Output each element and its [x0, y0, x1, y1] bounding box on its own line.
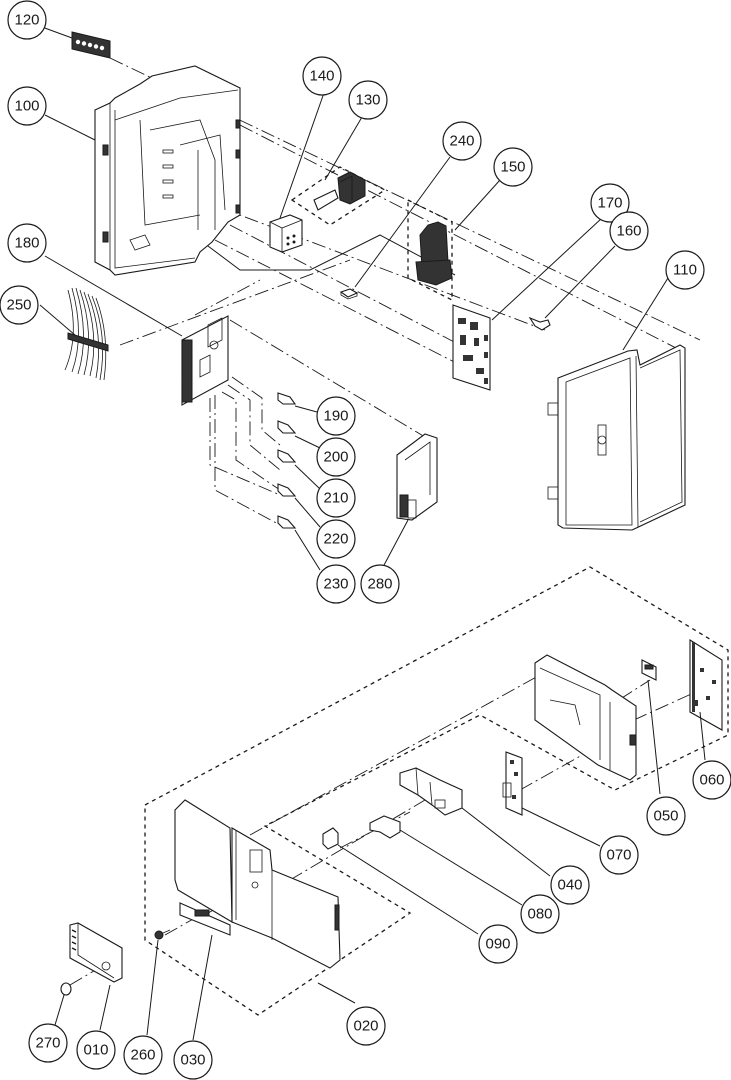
balloon-250[interactable]: 250	[0, 285, 39, 325]
part-180-control-pcb[interactable]	[181, 315, 229, 406]
balloon-label-200: 200	[323, 449, 348, 466]
balloon-140[interactable]: 140	[302, 56, 342, 96]
part-120-terminal-strip[interactable]	[71, 31, 111, 59]
balloon-030[interactable]: 030	[173, 1040, 213, 1080]
part-080-bracket[interactable]	[369, 815, 401, 839]
balloon-label-100: 100	[14, 98, 39, 115]
balloon-label-250: 250	[6, 297, 31, 314]
balloon-label-270: 270	[35, 1035, 60, 1052]
leader-lines	[39, 26, 706, 1041]
part-front-panel[interactable]	[174, 799, 341, 969]
balloon-240[interactable]: 240	[442, 121, 482, 161]
balloon-label-110: 110	[673, 262, 697, 279]
part-250-wire-harness[interactable]	[64, 287, 109, 381]
balloon-120[interactable]: 120	[7, 0, 47, 40]
balloon-170[interactable]: 170	[590, 183, 630, 223]
balloon-label-070: 070	[606, 847, 631, 864]
balloon-label-190: 190	[323, 408, 348, 425]
balloon-080[interactable]: 080	[520, 894, 560, 934]
part-130-relay-assembly[interactable]	[290, 166, 387, 226]
balloon-label-280: 280	[367, 576, 392, 593]
part-230-connector[interactable]	[277, 515, 297, 529]
balloon-100[interactable]: 100	[7, 86, 47, 126]
balloon-label-140: 140	[309, 68, 334, 85]
balloon-label-040: 040	[557, 877, 582, 894]
balloon-label-230: 230	[323, 576, 348, 593]
balloon-270[interactable]: 270	[28, 1023, 68, 1063]
part-200-connector[interactable]	[277, 420, 297, 434]
part-160-connector[interactable]	[528, 316, 551, 331]
part-210-connector[interactable]	[277, 449, 297, 463]
balloon-280[interactable]: 280	[360, 564, 400, 604]
balloon-040[interactable]: 040	[550, 865, 590, 905]
balloon-220[interactable]: 220	[316, 519, 356, 559]
balloon-label-060: 060	[699, 772, 724, 789]
balloon-label-120: 120	[14, 12, 39, 29]
balloon-label-010: 010	[83, 1042, 108, 1059]
balloon-230[interactable]: 230	[316, 564, 356, 604]
part-140-contactor[interactable]	[269, 214, 303, 253]
balloon-label-130: 130	[355, 92, 380, 109]
part-100-housing[interactable]	[94, 65, 241, 276]
balloon-label-090: 090	[485, 936, 510, 953]
part-280-bracket[interactable]	[396, 433, 438, 521]
balloon-label-080: 080	[527, 906, 552, 923]
part-010-display-unit[interactable]	[69, 922, 123, 983]
part-030-label[interactable]	[179, 902, 231, 936]
balloon-label-050: 050	[653, 808, 678, 825]
balloon-150[interactable]: 150	[493, 147, 533, 187]
balloon-130[interactable]: 130	[348, 80, 388, 120]
part-240-block[interactable]	[339, 288, 359, 300]
balloon-210[interactable]: 210	[316, 478, 356, 518]
part-220-connector[interactable]	[277, 483, 297, 497]
balloon-020[interactable]: 020	[346, 1006, 386, 1046]
balloon-label-180: 180	[14, 235, 39, 252]
balloon-label-210: 210	[323, 490, 348, 507]
part-150-transformer[interactable]	[407, 198, 453, 302]
balloon-070[interactable]: 070	[599, 835, 639, 875]
part-090-switch[interactable]	[322, 827, 339, 850]
balloon-label-220: 220	[323, 531, 348, 548]
balloon-060[interactable]: 060	[692, 760, 731, 800]
balloon-label-260: 260	[130, 1047, 155, 1064]
part-190-connector[interactable]	[277, 392, 297, 405]
balloon-label-150: 150	[500, 159, 525, 176]
balloon-label-160: 160	[616, 223, 641, 240]
balloon-160[interactable]: 160	[609, 211, 649, 251]
part-060-pcb[interactable]	[689, 639, 723, 731]
part-070-small-pcb[interactable]	[502, 751, 523, 816]
part-170-pcb[interactable]	[452, 304, 491, 391]
part-110-front-cover[interactable]	[547, 344, 686, 531]
balloon-260[interactable]: 260	[123, 1035, 163, 1075]
balloon-050[interactable]: 050	[646, 796, 686, 836]
balloon-110[interactable]: 110	[665, 250, 705, 290]
part-270-knob[interactable]	[60, 982, 72, 996]
balloon-label-030: 030	[180, 1052, 205, 1069]
part-lower-housing[interactable]	[534, 654, 637, 781]
balloon-200[interactable]: 200	[316, 437, 356, 477]
balloon-190[interactable]: 190	[316, 396, 356, 436]
balloon-label-020: 020	[353, 1018, 378, 1035]
balloon-label-170: 170	[597, 195, 622, 212]
balloon-090[interactable]: 090	[478, 924, 518, 964]
part-260-screw[interactable]	[154, 929, 171, 940]
balloon-180[interactable]: 180	[7, 223, 47, 263]
part-040-switch[interactable]	[399, 767, 463, 816]
balloon-label-240: 240	[449, 133, 474, 150]
part-050-plate[interactable]	[641, 659, 657, 681]
balloon-010[interactable]: 010	[76, 1030, 116, 1070]
